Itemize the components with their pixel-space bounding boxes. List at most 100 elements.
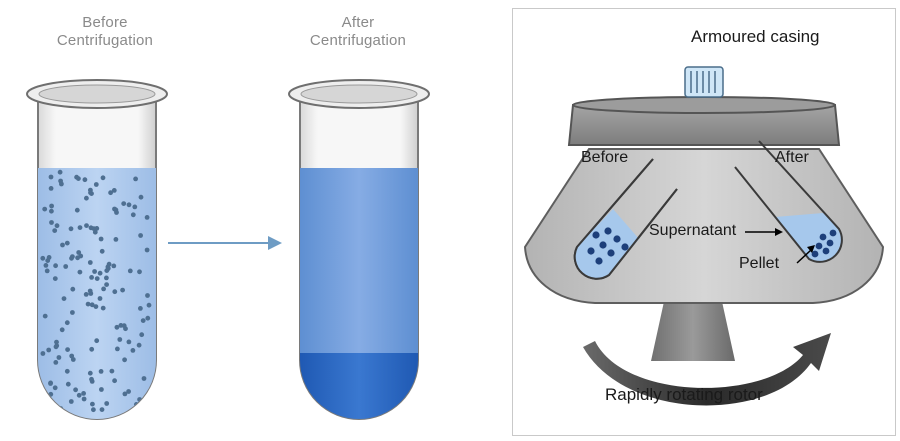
after-caption-line-1: After: [341, 14, 375, 31]
particle: [145, 315, 151, 321]
particle: [146, 302, 152, 308]
centrifuge-panel: Armoured casing Before After Supernatant…: [512, 8, 896, 436]
particle: [77, 225, 83, 231]
pellet-particles: [811, 229, 837, 258]
particle: [76, 392, 82, 398]
particle: [49, 203, 54, 209]
supernatant-layer: [300, 168, 418, 353]
before-centrifugation-caption: Before Centrifugation: [30, 14, 180, 50]
particle: [113, 237, 119, 242]
particle: [64, 240, 70, 246]
particle: [93, 182, 99, 187]
particle: [117, 337, 123, 342]
particle: [48, 174, 54, 180]
tubes-svg: [26, 79, 430, 420]
particle: [48, 381, 53, 386]
particle: [88, 190, 93, 196]
particle: [69, 353, 75, 359]
after-rotor-tube: [734, 140, 843, 263]
particle: [139, 332, 145, 338]
before-caption-line-1: Before: [82, 14, 128, 31]
particle: [42, 313, 48, 319]
particle: [70, 286, 76, 292]
particle: [90, 401, 95, 407]
particle: [52, 276, 58, 281]
particle: [136, 342, 142, 348]
particle: [97, 270, 103, 276]
particle: [49, 220, 54, 225]
tube-comparison-panel: Before Centrifugation After Centrifugati…: [26, 14, 433, 420]
particle: [126, 339, 132, 345]
rotor-stand: [651, 297, 735, 361]
after-centrifugation-caption: After Centrifugation: [283, 14, 433, 50]
particle: [114, 324, 120, 330]
particle: [52, 228, 58, 234]
particle: [141, 376, 147, 381]
particle: [89, 376, 94, 382]
particle: [104, 401, 110, 406]
particle: [94, 276, 100, 281]
particle: [112, 289, 118, 295]
particle: [46, 347, 52, 353]
particle: [85, 301, 91, 307]
particle: [121, 201, 127, 207]
pellet-label: Pellet: [739, 255, 780, 272]
particle: [138, 194, 144, 200]
particle: [130, 348, 136, 353]
particle: [81, 396, 87, 402]
particle: [53, 263, 58, 269]
particle: [49, 407, 55, 413]
particle: [84, 223, 89, 229]
particle: [56, 355, 62, 360]
particle: [65, 381, 71, 387]
suspended-liquid: [38, 168, 156, 419]
particle: [144, 215, 150, 220]
particle: [109, 368, 115, 374]
particle: [140, 318, 146, 323]
particle: [99, 387, 104, 392]
particle: [114, 210, 119, 215]
particle: [60, 242, 65, 248]
label-pointers: [745, 228, 815, 264]
particle: [89, 346, 95, 352]
particle: [91, 407, 96, 413]
particle: [84, 195, 89, 201]
particle: [77, 269, 83, 275]
particle: [83, 292, 89, 297]
particle: [87, 288, 93, 294]
particle: [40, 351, 46, 356]
particle: [58, 178, 63, 184]
particle: [70, 310, 75, 315]
particle: [104, 282, 109, 287]
before-caption-line-2: Centrifugation: [56, 32, 154, 49]
particle: [104, 275, 109, 281]
particle: [122, 391, 128, 397]
particle: [45, 258, 51, 263]
particle: [118, 323, 124, 328]
particle: [61, 296, 67, 301]
particle: [99, 248, 105, 254]
particle: [74, 207, 80, 213]
particle: [99, 407, 105, 412]
particle: [132, 204, 138, 210]
particle: [59, 327, 65, 333]
before-tube: [26, 79, 168, 420]
particle: [133, 176, 139, 182]
particle: [94, 338, 100, 344]
particle: [40, 255, 46, 261]
particle: [100, 175, 106, 181]
particle: [98, 236, 104, 242]
particle: [68, 399, 74, 404]
armoured-casing-label: Armoured casing: [691, 27, 820, 46]
particle: [64, 320, 70, 326]
particle: [68, 226, 74, 232]
particle: [97, 296, 103, 301]
particle: [92, 269, 97, 274]
particle: [108, 190, 113, 196]
particle: [81, 391, 86, 396]
particle: [126, 202, 132, 208]
particle: [142, 402, 148, 408]
particle: [75, 255, 80, 261]
rotating-rotor-label: Rapidly rotating rotor: [605, 385, 763, 404]
after-caption-line-2: Centrifugation: [309, 32, 407, 49]
